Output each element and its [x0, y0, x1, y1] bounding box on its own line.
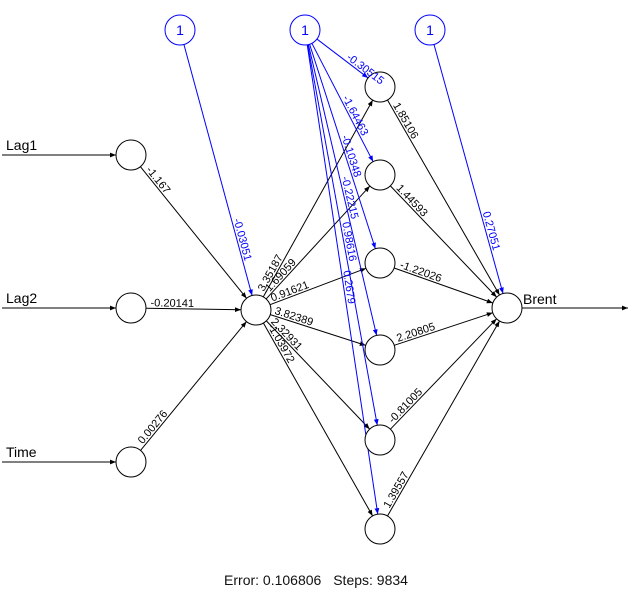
edge-hidden1-to-layer2-0	[262, 99, 374, 298]
bias-node-label-1: 1	[176, 22, 184, 38]
weight-label-input-1: -0.20141	[150, 297, 194, 310]
bias-node-label-3: 1	[426, 22, 434, 38]
training-summary: Error: 0.106806 Steps: 9834	[0, 572, 632, 588]
weight-label-output-2: -1.22026	[398, 259, 443, 285]
edge-hidden1-to-layer2-5	[262, 322, 374, 517]
edge-bias3-to-output	[433, 44, 504, 294]
weight-label-bias2-2: -0.10348	[339, 134, 364, 179]
edge-input-0-to-hidden1	[140, 166, 247, 299]
weight-label-bias2-3: -0.22215	[339, 175, 361, 220]
edge-bias2-to-layer2-2	[309, 44, 376, 249]
weight-label-bias2-0: -0.30515	[344, 51, 386, 87]
hidden-layer2-node-1	[364, 71, 396, 103]
hidden-layer2-node-5	[364, 424, 396, 456]
edge-bias2-to-layer2-3	[307, 44, 378, 336]
edge-bias2-to-layer2-4	[307, 44, 379, 426]
weight-label-input-0: -1.167	[143, 164, 172, 196]
edge-input-2-to-hidden1	[140, 321, 247, 451]
edge-layer2-3-to-output	[394, 312, 493, 346]
bias-node-3	[414, 14, 446, 46]
bias-node-label-2: 1	[301, 22, 309, 38]
weight-label-bias2-4: 0.98616	[339, 221, 358, 262]
edge-layer2-5-to-output	[387, 320, 500, 517]
edge-input-1-to-hidden1	[145, 307, 242, 313]
input-label-lag1: Lag1	[6, 137, 37, 153]
hidden-layer2-node-3	[364, 247, 396, 279]
weight-label-output-5: 1.39557	[381, 470, 411, 510]
output-label-brent: Brent	[523, 291, 557, 307]
edge-bias2-to-layer2-1	[311, 43, 374, 162]
weight-label-output-3: 2.20805	[395, 321, 437, 345]
edge-hidden1-to-layer2-1	[265, 185, 371, 300]
weight-label-output-4: -0.81005	[386, 386, 425, 426]
edge-layer2-0-to-output	[387, 99, 500, 296]
bias-node-2	[289, 14, 321, 46]
steps-value: Steps: 9834	[333, 572, 408, 588]
weight-label-bias2-5: 0.2679	[340, 270, 357, 305]
hidden-layer2-node-2	[364, 159, 396, 191]
input-node-lag2	[115, 292, 147, 324]
weight-label-input-2: 0.00276	[136, 408, 171, 446]
edge-layer2-1-to-output	[389, 185, 498, 298]
weight-label-bias1: -0.03051	[231, 217, 254, 262]
input-node-lag1	[115, 139, 147, 171]
error-value: Error: 0.106806	[224, 572, 322, 588]
input-node-time	[115, 446, 147, 478]
edge-bias1-to-hidden1	[183, 44, 253, 296]
hidden-layer1-node	[240, 294, 272, 326]
weight-label-output-1: 1.44593	[394, 182, 430, 219]
hidden-layer2-node-4	[364, 334, 396, 366]
output-node-brent	[491, 292, 523, 324]
input-label-lag2: Lag2	[6, 290, 37, 306]
edge-layer2-4-to-output	[390, 318, 497, 430]
edge-hidden1-to-layer2-3	[270, 314, 366, 346]
bias-node-1	[164, 14, 196, 46]
weight-label-bias3: 0.27051	[480, 210, 502, 252]
edge-layer2-2-to-output	[393, 267, 494, 304]
input-label-time: Time	[6, 444, 37, 460]
weight-label-output-0: 1.85106	[390, 101, 420, 141]
edge-hidden1-to-layer2-4	[265, 320, 371, 430]
edge-bias2-to-layer2-0	[316, 38, 369, 79]
hidden-layer2-node-6	[364, 513, 396, 545]
